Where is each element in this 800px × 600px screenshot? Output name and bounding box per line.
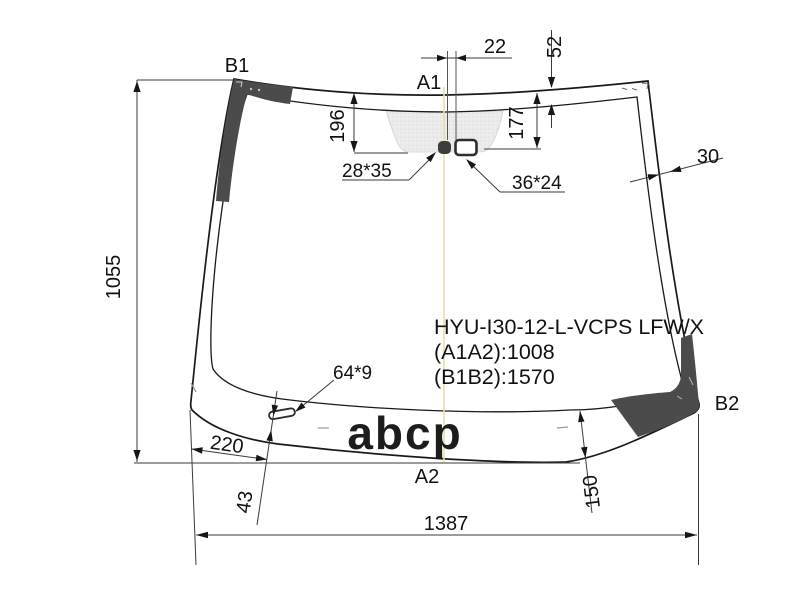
- corner-label-a2: A2: [415, 466, 439, 488]
- glare-slash-b2-a: [688, 376, 694, 386]
- dim-label-52: 52: [544, 36, 566, 58]
- dim-label-196: 196: [327, 109, 349, 142]
- mirror-bracket-shape: [438, 141, 451, 154]
- arrow-220-left: [191, 447, 203, 454]
- corner-tick-b1: [236, 81, 243, 88]
- part-code: HYU-I30-12-L-VCPS LFW/X: [434, 315, 704, 339]
- ext-bottom-left-slant: [189, 409, 197, 566]
- corner-label-b2: B2: [715, 393, 739, 415]
- dim-label-30: 30: [697, 146, 719, 168]
- spec-b1b2: (B1B2):1570: [434, 365, 555, 389]
- corner-label-a1: A1: [417, 72, 441, 94]
- corner-tick-tr: [641, 82, 649, 90]
- arrow-150-up: [578, 411, 585, 423]
- arrow-64x9: [295, 402, 306, 412]
- dim-label-22: 22: [484, 36, 506, 58]
- spec-a1a2: (A1A2):1008: [434, 340, 555, 364]
- watermark-logo: abcp: [347, 407, 462, 459]
- arrow-22-right: [456, 54, 466, 62]
- frit-band-b1: [216, 79, 293, 202]
- dim-label-43: 43: [233, 489, 258, 514]
- frit-band-b2: [611, 334, 700, 437]
- leader-64x9: [297, 379, 335, 410]
- dim-label-64x9: 64*9: [333, 363, 372, 384]
- corner-label-b1: B1: [225, 55, 249, 77]
- glare-tick-bottom-right: [556, 426, 569, 429]
- arrow-30-outer: [670, 165, 682, 172]
- arrow-36x24: [466, 159, 477, 169]
- sensor-window-shape: [454, 138, 478, 157]
- dim-label-150: 150: [579, 474, 605, 510]
- dim-line-220: [191, 448, 268, 460]
- arrow-150-down: [581, 446, 588, 458]
- arrow-177-top: [533, 93, 541, 104]
- arrow-1387-left: [196, 531, 208, 539]
- frit-dot-b1-b: [257, 88, 261, 92]
- arrow-52-down: [547, 77, 556, 88]
- labels: B1 A1 A2 B2 1055 1387 22 52 196 177 30 2…: [103, 36, 739, 535]
- arrow-43-down: [271, 404, 279, 416]
- dim-label-28x35: 28*35: [342, 161, 392, 182]
- glass-shape: [189, 78, 700, 464]
- glass-outer-contour: [189, 78, 700, 464]
- leader-28x35: [408, 156, 433, 181]
- frit-dash-tr-b: [631, 88, 638, 91]
- dim-label-36x24: 36*24: [512, 173, 562, 194]
- dim-label-220: 220: [209, 432, 245, 458]
- arrow-196-top: [350, 93, 358, 104]
- arrow-1387-right: [685, 531, 697, 539]
- arrow-220-right: [255, 454, 267, 462]
- arrow-52-up: [547, 104, 556, 115]
- dim-label-1055: 1055: [103, 255, 125, 300]
- arrow-30-inner: [647, 174, 659, 181]
- dim-label-177: 177: [506, 106, 528, 139]
- glare-tick-left-edge: [190, 382, 197, 393]
- hardware: [268, 138, 478, 421]
- glare-slash-b2-b: [676, 395, 683, 400]
- arrow-177-bottom: [533, 137, 541, 148]
- arrow-196-bottom: [350, 141, 358, 152]
- dim-label-1387: 1387: [424, 513, 469, 535]
- leader-36x24: [469, 162, 501, 193]
- bottom-slot-shape: [268, 407, 296, 421]
- arrow-22-left: [437, 54, 447, 62]
- arrow-43-up: [266, 430, 273, 442]
- arrowheads: [133, 54, 697, 539]
- frit-dash-tr-a: [621, 87, 628, 90]
- dim-line-150: [579, 410, 593, 514]
- arrow-1055-bottom: [133, 450, 141, 461]
- arrow-28x35: [426, 152, 436, 163]
- arrow-1055-top: [133, 81, 141, 92]
- dimension-lines: [134, 30, 724, 566]
- frit-dot-b1-a: [249, 87, 253, 91]
